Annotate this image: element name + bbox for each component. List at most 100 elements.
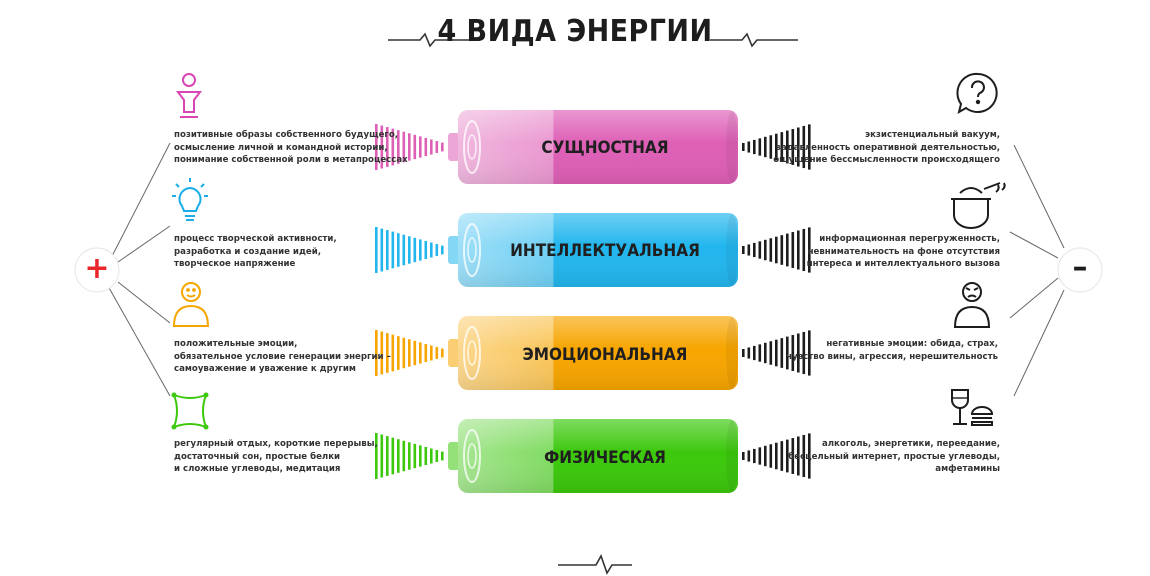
battery-emotional xyxy=(448,316,738,390)
smiling-person-icon xyxy=(172,282,210,327)
title-left-line xyxy=(388,32,474,48)
wave-bar xyxy=(419,136,422,158)
wave-bar xyxy=(380,125,384,169)
negative-description-physical: алкоголь, энергетики, переедание, бесцел… xyxy=(788,439,1000,475)
wave-bar xyxy=(786,336,789,370)
wave-bar xyxy=(742,143,745,151)
positive-description-emotional: положительные эмоции, обязательное услов… xyxy=(174,339,391,375)
wave-bar xyxy=(764,239,767,261)
wave-bar xyxy=(380,228,384,272)
battery-spiritual xyxy=(448,110,738,184)
wave-bar xyxy=(435,347,439,359)
wave-bar xyxy=(797,230,800,270)
wine-burger-icon xyxy=(951,389,994,426)
battery-intellectual xyxy=(448,213,738,287)
wave-bar xyxy=(402,131,406,163)
wave-bar xyxy=(775,339,778,367)
wave-bar xyxy=(753,242,756,258)
energy-label-emotional: ЭМОЦИОНАЛЬНАЯ xyxy=(522,345,688,365)
wave-bars-right-emotional xyxy=(742,330,811,376)
wave-bar xyxy=(786,233,789,267)
wave-bar xyxy=(391,334,395,372)
minus-connector-lines xyxy=(1009,144,1065,397)
battery-ring xyxy=(463,120,481,174)
wave-bar xyxy=(408,339,411,367)
lightbulb-icon xyxy=(172,178,208,221)
positive-description-spiritual: позитивные образы собственного будущего,… xyxy=(174,130,408,166)
wave-bar xyxy=(808,330,811,376)
wave-bar xyxy=(397,336,400,370)
wave-bar xyxy=(786,130,789,164)
wave-bar xyxy=(753,139,756,155)
plus-sign: + xyxy=(84,251,110,286)
question-bubble-icon xyxy=(956,72,998,115)
wave-bar xyxy=(753,448,756,464)
wave-bar xyxy=(402,337,406,369)
wave-bars-right-physical xyxy=(742,433,811,479)
wave-bar xyxy=(435,141,439,153)
wave-bar xyxy=(402,234,406,266)
battery-ring-inner xyxy=(467,340,477,366)
battery-terminal xyxy=(448,236,460,264)
battery-end xyxy=(726,111,738,183)
wave-bar xyxy=(775,133,778,161)
wave-bar xyxy=(769,135,773,159)
wave-bar xyxy=(375,227,378,273)
battery-ring xyxy=(463,326,481,380)
energy-label-intellectual: ИНТЕЛЛЕКТУАЛЬНАЯ xyxy=(510,241,700,261)
wave-bar xyxy=(391,128,395,166)
wave-bar xyxy=(742,349,745,357)
wave-bar xyxy=(424,446,428,466)
wave-bar xyxy=(764,342,767,364)
wave-bar xyxy=(424,240,428,260)
battery-terminal xyxy=(448,442,460,470)
pillow-icon xyxy=(171,392,209,430)
wave-bar xyxy=(758,138,762,156)
battery-end xyxy=(726,420,738,492)
wave-bar xyxy=(808,227,811,273)
energy-label-spiritual: СУЩНОСТНАЯ xyxy=(541,138,669,158)
wave-bars-left-spiritual xyxy=(375,124,444,170)
wave-bar xyxy=(408,133,411,161)
wave-bar xyxy=(386,230,389,270)
wave-bar xyxy=(791,232,795,268)
wave-bar xyxy=(408,442,411,470)
battery-terminal xyxy=(448,339,460,367)
wave-bar xyxy=(413,134,417,160)
wave-bar xyxy=(402,440,406,472)
wave-bar xyxy=(386,436,389,476)
wave-bar xyxy=(786,439,789,473)
battery-shine xyxy=(458,419,738,493)
wave-bar xyxy=(430,139,433,155)
wave-bar xyxy=(742,246,745,254)
boiling-pot-icon xyxy=(951,182,1006,229)
wave-bar xyxy=(802,228,806,272)
wave-bar xyxy=(413,340,417,366)
wave-bar xyxy=(413,237,417,263)
wave-bars-right-intellectual xyxy=(742,227,811,273)
wave-bar xyxy=(780,338,784,368)
wave-bar xyxy=(391,437,395,475)
wave-bar xyxy=(424,343,428,363)
wave-bar xyxy=(747,347,751,359)
wave-bar xyxy=(375,433,378,479)
trophy-figure-icon xyxy=(176,73,202,118)
wave-bar xyxy=(764,136,767,158)
battery-shine xyxy=(458,316,738,390)
wave-bars-left-emotional xyxy=(375,330,444,376)
negative-description-spiritual: экзистенциальный вакуум, задавленность о… xyxy=(773,130,1000,166)
page-title: 4 ВИДА ЭНЕРГИИ xyxy=(437,14,713,49)
positive-description-intellectual: процесс творческой активности, разработк… xyxy=(174,234,337,270)
wave-bar xyxy=(397,439,400,473)
wave-bar xyxy=(441,245,444,255)
wave-bar xyxy=(430,242,433,258)
wave-bar xyxy=(797,333,800,373)
bottom-zigzag xyxy=(558,554,632,575)
wave-bar xyxy=(753,345,756,361)
wave-bar xyxy=(441,451,444,461)
wave-bar xyxy=(413,443,417,469)
negative-description-intellectual: информационная перегруженность, невнимат… xyxy=(806,234,1000,270)
battery-end xyxy=(726,214,738,286)
